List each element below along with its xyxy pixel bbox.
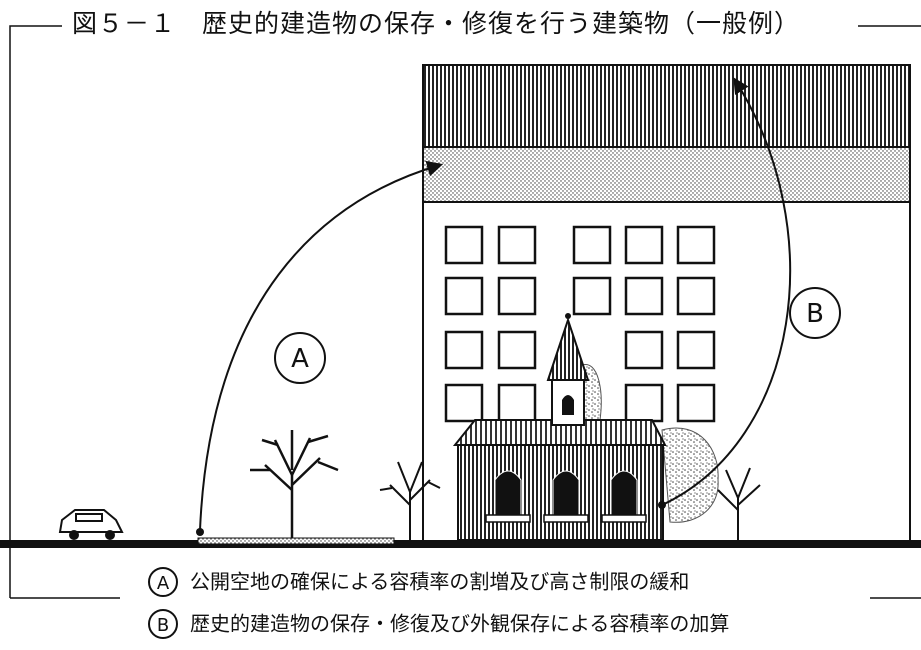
added-floor-middle bbox=[422, 146, 911, 203]
window-row-4 bbox=[444, 383, 716, 423]
callout-a-label: A bbox=[291, 344, 309, 374]
legend-item-b: B 歴史的建造物の保存・修復及び外観保存による容積率の加算 bbox=[148, 605, 729, 641]
legend-b-text: 歴史的建造物の保存・修復及び外観保存による容積率の加算 bbox=[190, 611, 730, 636]
callout-b-circle bbox=[789, 287, 841, 339]
car bbox=[58, 509, 124, 540]
arrow-a bbox=[199, 160, 444, 531]
tree-left bbox=[250, 430, 339, 540]
added-floor-top bbox=[422, 64, 911, 148]
legend-b-marker: B bbox=[148, 608, 178, 639]
legend-item-a: A 公開空地の確保による容積率の割増及び高さ制限の緩和 bbox=[148, 563, 689, 599]
arrow-b bbox=[661, 77, 792, 506]
window-row-1 bbox=[444, 225, 716, 265]
tree-right bbox=[717, 467, 761, 540]
window-row-2 bbox=[444, 276, 716, 316]
callout-a-circle bbox=[274, 332, 326, 384]
legend-a-marker: A bbox=[148, 566, 178, 597]
callout-b-label: B bbox=[806, 299, 824, 329]
title-frame bbox=[9, 25, 921, 599]
window-row-3 bbox=[444, 330, 716, 370]
ground bbox=[0, 540, 921, 548]
arrow-b-start bbox=[658, 501, 666, 509]
open-space bbox=[197, 537, 395, 545]
tree-middle bbox=[379, 461, 441, 540]
building-windows bbox=[444, 225, 716, 423]
figure-title: 図５－１ 歴史的建造物の保存・修復を行う建築物（一般例） bbox=[72, 9, 801, 38]
historic-building bbox=[452, 313, 667, 541]
legend-a-text: 公開空地の確保による容積率の割増及び高さ制限の緩和 bbox=[190, 569, 690, 594]
arrow-a-start bbox=[196, 528, 204, 536]
